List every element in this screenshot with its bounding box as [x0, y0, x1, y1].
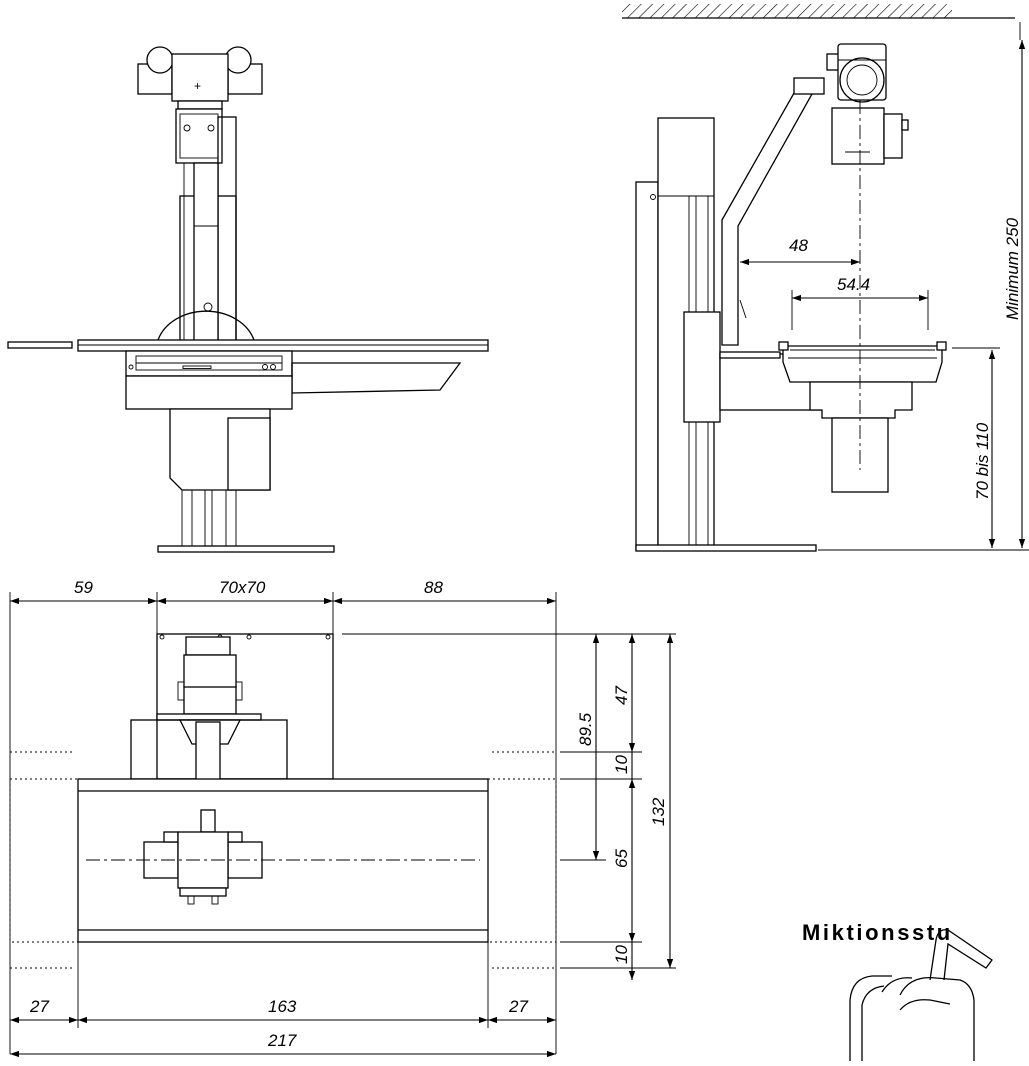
dim-163: 163	[268, 997, 297, 1016]
dim-59: 59	[74, 578, 93, 597]
svg-text:+: +	[194, 79, 201, 93]
dim-27-left: 27	[29, 997, 49, 1016]
side-view	[622, 4, 1029, 552]
dim-47: 47	[612, 686, 631, 705]
dim-65: 65	[612, 849, 631, 868]
front-view: +	[7, 46, 489, 553]
top-view	[9, 592, 676, 1058]
dim-70x70: 70x70	[219, 578, 266, 597]
dim-10-upper: 10	[612, 755, 631, 774]
dim-89-5: 89.5	[576, 712, 595, 746]
dim-27-right: 27	[508, 997, 528, 1016]
section-title: Miktionsstu	[802, 920, 953, 945]
dim-10-lower: 10	[612, 945, 631, 964]
dim-70-bis-110: 70 bis 110	[973, 422, 992, 500]
dim-54-4: 54.4	[837, 275, 870, 294]
dim-48: 48	[789, 236, 808, 255]
chair-sketch	[849, 929, 993, 1061]
dim-132: 132	[649, 797, 668, 826]
dim-minimum-250: Minimum 250	[1003, 217, 1022, 320]
dim-88: 88	[424, 578, 443, 597]
dim-217: 217	[267, 1031, 297, 1050]
